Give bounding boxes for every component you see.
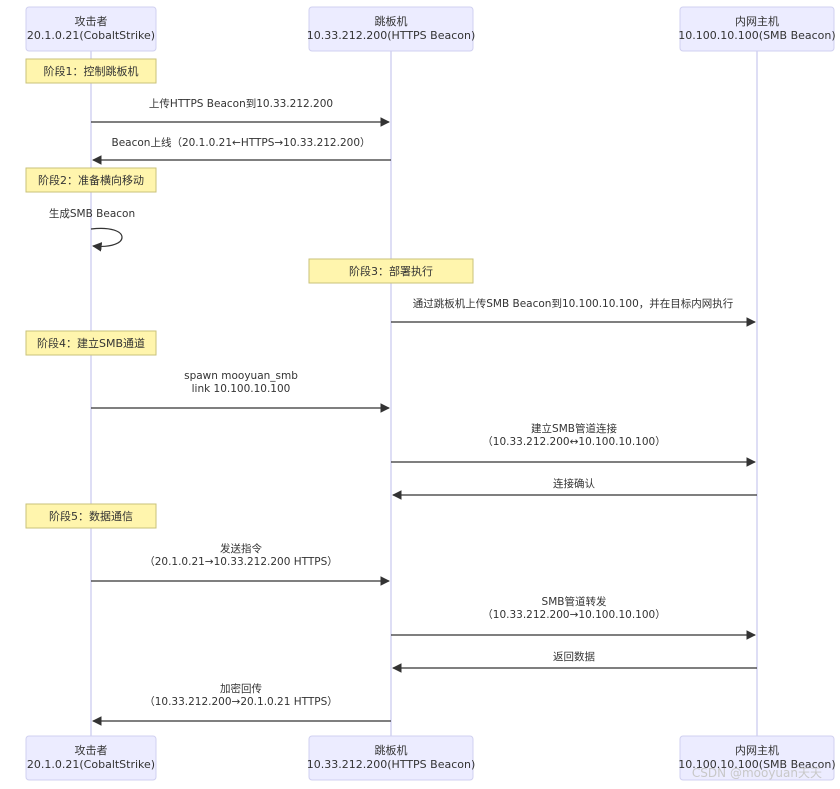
- note-phase-1-label: 阶段1：控制跳板机: [44, 64, 139, 78]
- participant-jump-bottom-address: 10.33.212.200(HTTPS Beacon): [307, 758, 476, 771]
- participant-jump-bottom: 跳板机 10.33.212.200(HTTPS Beacon): [307, 735, 476, 781]
- participant-attacker-bottom-address: 20.1.0.21(CobaltStrike): [27, 758, 155, 771]
- message-smb-pipe-forward: SMB管道转发 （10.33.212.200→10.100.10.100）: [391, 595, 756, 640]
- message-2-label: Beacon上线（20.1.0.21←HTTPS→10.33.212.200）: [112, 136, 371, 149]
- participant-jump-bottom-name: 跳板机: [375, 743, 408, 757]
- message-4-label: 通过跳板机上传SMB Beacon到10.100.10.100，并在目标内网执行: [413, 297, 734, 310]
- message-send-command: 发送指令 （20.1.0.21→10.33.212.200 HTTPS）: [91, 542, 390, 586]
- message-beacon-online: Beacon上线（20.1.0.21←HTTPS→10.33.212.200）: [92, 136, 391, 165]
- participant-internal-bottom-address: 10.100.10.100(SMB Beacon): [678, 758, 835, 771]
- participant-jump-name: 跳板机: [375, 14, 408, 28]
- participant-internal-bottom-name: 内网主机: [735, 743, 779, 757]
- participant-internal-top: 内网主机 10.100.10.100(SMB Beacon): [678, 6, 836, 52]
- note-phase-5: 阶段5：数据通信: [25, 503, 157, 529]
- message-deploy-smb-beacon: 通过跳板机上传SMB Beacon到10.100.10.100，并在目标内网执行: [391, 297, 756, 327]
- message-9-label-line-2: （10.33.212.200→10.100.10.100）: [482, 609, 665, 621]
- message-return-data: 返回数据: [392, 650, 757, 673]
- note-phase-2-label: 阶段2：准备横向移动: [38, 173, 144, 187]
- message-5-label-line-1: spawn mooyuan_smb: [184, 370, 298, 382]
- note-phase-3-label: 阶段3：部署执行: [349, 264, 433, 278]
- note-phase-1: 阶段1：控制跳板机: [25, 58, 157, 84]
- message-11-label-line-2: （10.33.212.200→20.1.0.21 HTTPS）: [144, 696, 338, 708]
- participant-jump-top: 跳板机 10.33.212.200(HTTPS Beacon): [307, 6, 476, 52]
- participant-attacker-name: 攻击者: [75, 14, 108, 28]
- message-6-label-line-2: （10.33.212.200↔10.100.10.100）: [482, 436, 665, 448]
- participant-attacker-address: 20.1.0.21(CobaltStrike): [27, 29, 155, 42]
- participant-jump-address: 10.33.212.200(HTTPS Beacon): [307, 29, 476, 42]
- message-generate-smb-beacon: 生成SMB Beacon: [49, 207, 135, 252]
- message-10-label: 返回数据: [553, 650, 595, 663]
- message-encrypted-return: 加密回传 （10.33.212.200→20.1.0.21 HTTPS）: [92, 682, 391, 726]
- message-5-label-line-2: link 10.100.10.100: [192, 383, 291, 395]
- message-connection-confirm: 连接确认: [392, 477, 757, 500]
- participant-attacker-bottom: 攻击者 20.1.0.21(CobaltStrike): [25, 735, 157, 781]
- note-phase-2: 阶段2：准备横向移动: [25, 167, 157, 193]
- message-11-label-line-1: 加密回传: [220, 682, 262, 695]
- message-7-label: 连接确认: [553, 477, 595, 490]
- participant-internal-bottom: 内网主机 10.100.10.100(SMB Beacon): [678, 735, 836, 781]
- participant-internal-address: 10.100.10.100(SMB Beacon): [678, 29, 835, 42]
- message-9-label-line-1: SMB管道转发: [542, 595, 607, 608]
- note-phase-4-label: 阶段4：建立SMB通道: [37, 336, 145, 350]
- participant-internal-name: 内网主机: [735, 14, 779, 28]
- message-8-label-line-1: 发送指令: [220, 542, 262, 555]
- note-phase-3: 阶段3：部署执行: [308, 258, 474, 284]
- message-1-label: 上传HTTPS Beacon到10.33.212.200: [149, 98, 333, 110]
- message-spawn-link: spawn mooyuan_smb link 10.100.10.100: [91, 370, 390, 413]
- message-6-label-line-1: 建立SMB管道连接: [531, 422, 617, 435]
- note-phase-5-label: 阶段5：数据通信: [49, 509, 133, 523]
- message-smb-pipe-connect: 建立SMB管道连接 （10.33.212.200↔10.100.10.100）: [391, 422, 756, 467]
- message-8-label-line-2: （20.1.0.21→10.33.212.200 HTTPS）: [144, 556, 338, 568]
- note-phase-4: 阶段4：建立SMB通道: [25, 330, 157, 356]
- message-3-label: 生成SMB Beacon: [49, 207, 135, 220]
- message-upload-https-beacon: 上传HTTPS Beacon到10.33.212.200: [91, 98, 390, 127]
- csdn-watermark: CSDN @mooyuan天天: [691, 766, 822, 780]
- message-3-arrow: [90, 227, 123, 252]
- participant-attacker-bottom-name: 攻击者: [75, 743, 108, 757]
- participant-attacker-top: 攻击者 20.1.0.21(CobaltStrike): [25, 6, 157, 52]
